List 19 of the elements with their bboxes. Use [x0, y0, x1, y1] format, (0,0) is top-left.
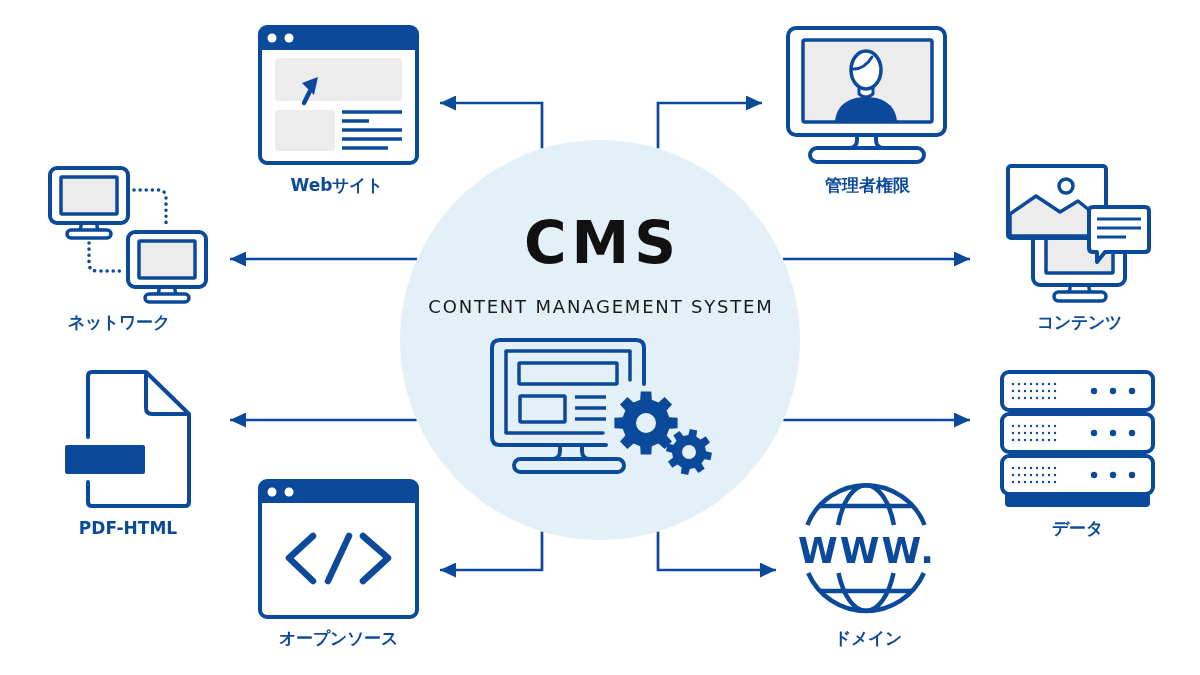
node-label: オープンソース: [278, 628, 398, 648]
arrow: [230, 412, 417, 428]
arrow: [656, 95, 762, 149]
node-label: データ: [1051, 518, 1103, 538]
node-label: Webサイト: [290, 175, 384, 195]
arrow: [656, 531, 776, 578]
node-label: PDF-HTML: [78, 518, 178, 538]
arrow: [783, 412, 970, 428]
node-label: 管理者権限: [824, 175, 910, 195]
node-label: ネットワーク: [68, 312, 170, 332]
arrow: [230, 251, 418, 267]
node-label: コンテンツ: [1036, 312, 1122, 332]
arrow: [440, 95, 544, 149]
node-label: ドメイン: [834, 628, 902, 648]
subheading: CONTENT MANAGEMENT SYSTEM: [427, 297, 774, 317]
arrow: [440, 531, 544, 578]
arrow: [782, 251, 970, 267]
heading: CMS: [522, 214, 682, 272]
globe-text: WWW.: [797, 531, 936, 571]
